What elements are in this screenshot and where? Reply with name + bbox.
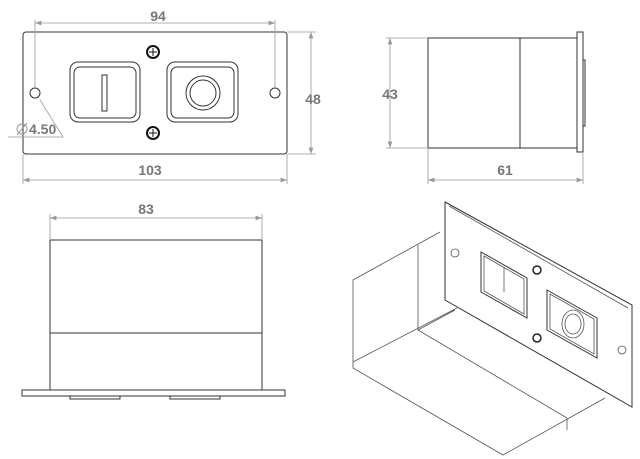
iso-plate bbox=[444, 201, 633, 408]
dim-83: 83 bbox=[138, 201, 154, 217]
mounting-hole-right bbox=[269, 87, 281, 99]
screw-top-icon bbox=[146, 45, 160, 59]
dim-61: 61 bbox=[497, 162, 513, 178]
bottom-view: 83 bbox=[21, 201, 286, 400]
mounting-hole-left bbox=[29, 87, 41, 99]
screw-bottom-icon bbox=[146, 126, 160, 140]
side-view: 43 61 bbox=[382, 31, 586, 184]
dim-48: 48 bbox=[305, 91, 321, 107]
dim-103: 103 bbox=[138, 162, 162, 178]
front-view: 94 48 103 4.50 bbox=[8, 8, 321, 184]
mounting-plate bbox=[22, 31, 288, 155]
on-button bbox=[69, 61, 141, 123]
dim-43: 43 bbox=[382, 86, 398, 102]
dim-94: 94 bbox=[150, 8, 166, 24]
off-button bbox=[166, 61, 239, 123]
dim-hole-diameter: 4.50 bbox=[29, 121, 56, 137]
isometric-view bbox=[352, 201, 633, 456]
